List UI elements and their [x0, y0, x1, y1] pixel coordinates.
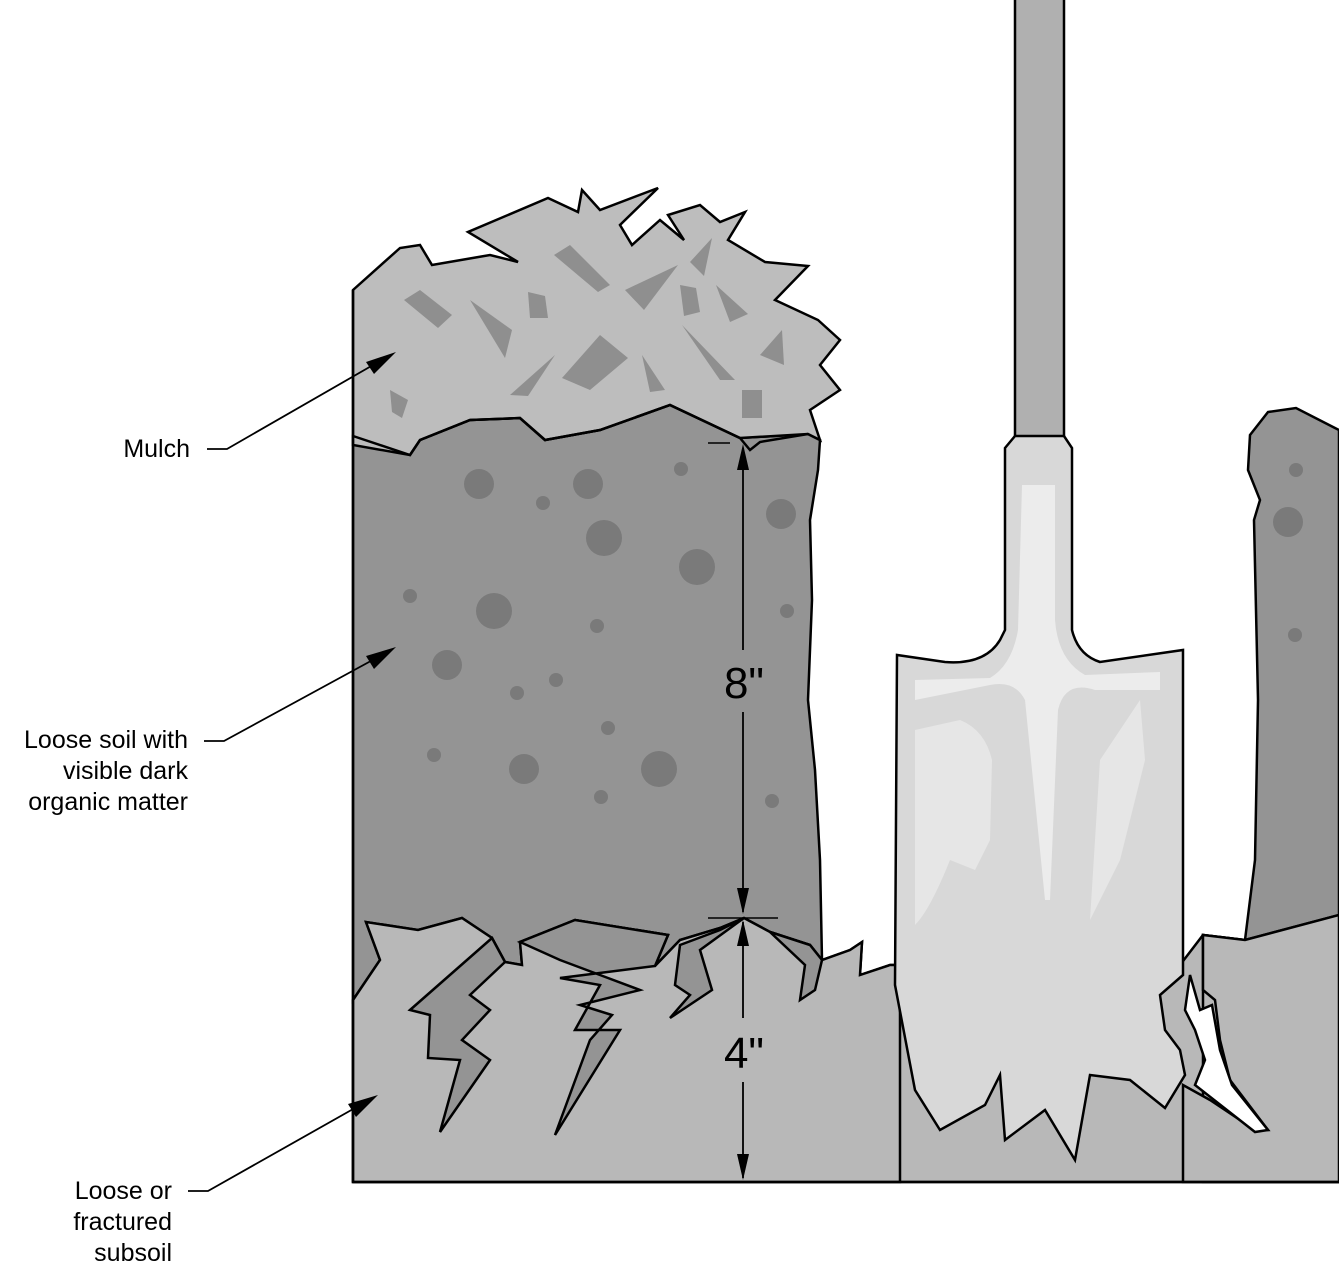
- loose-soil-label: Loose soil with visible dark organic mat…: [0, 725, 188, 818]
- loose-soil-label-line3: organic matter: [0, 787, 188, 818]
- subsoil-label-line2: fractured: [20, 1207, 172, 1238]
- right-topsoil-column: [1245, 408, 1339, 940]
- subsoil-label-line3: subsoil: [20, 1238, 172, 1269]
- spade: [895, 0, 1185, 1160]
- dimension-label-8: 8": [724, 659, 764, 708]
- mulch-label: Mulch: [60, 434, 190, 465]
- loose-soil-label-line1: Loose soil with: [0, 725, 188, 756]
- subsoil-label-line1: Loose or: [20, 1176, 172, 1207]
- dimension-label-4: 4": [724, 1029, 764, 1078]
- mulch-label-text: Mulch: [123, 435, 190, 463]
- subsoil-label: Loose or fractured subsoil: [20, 1176, 172, 1269]
- mulch-layer: [353, 188, 840, 455]
- spade-handle: [1015, 0, 1064, 445]
- subsoil-leader: [188, 1104, 362, 1191]
- loose-soil-label-line2: visible dark: [0, 756, 188, 787]
